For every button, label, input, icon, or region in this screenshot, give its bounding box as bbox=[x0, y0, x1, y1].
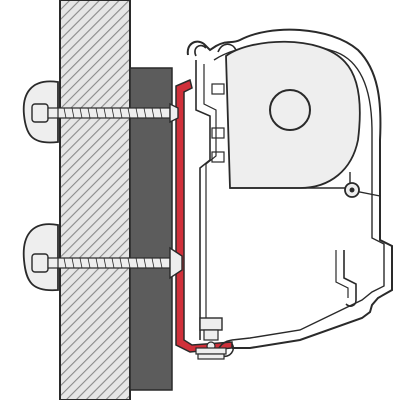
spacer-block bbox=[129, 67, 173, 391]
fabric-roll bbox=[225, 40, 361, 189]
bottom-nut bbox=[195, 317, 227, 360]
lock-screw bbox=[344, 182, 360, 198]
roller-axle bbox=[269, 89, 311, 131]
adapter-bracket bbox=[175, 78, 233, 353]
bolt-top bbox=[22, 80, 179, 144]
wall-section bbox=[59, 0, 131, 400]
bolt-bottom bbox=[22, 223, 183, 292]
